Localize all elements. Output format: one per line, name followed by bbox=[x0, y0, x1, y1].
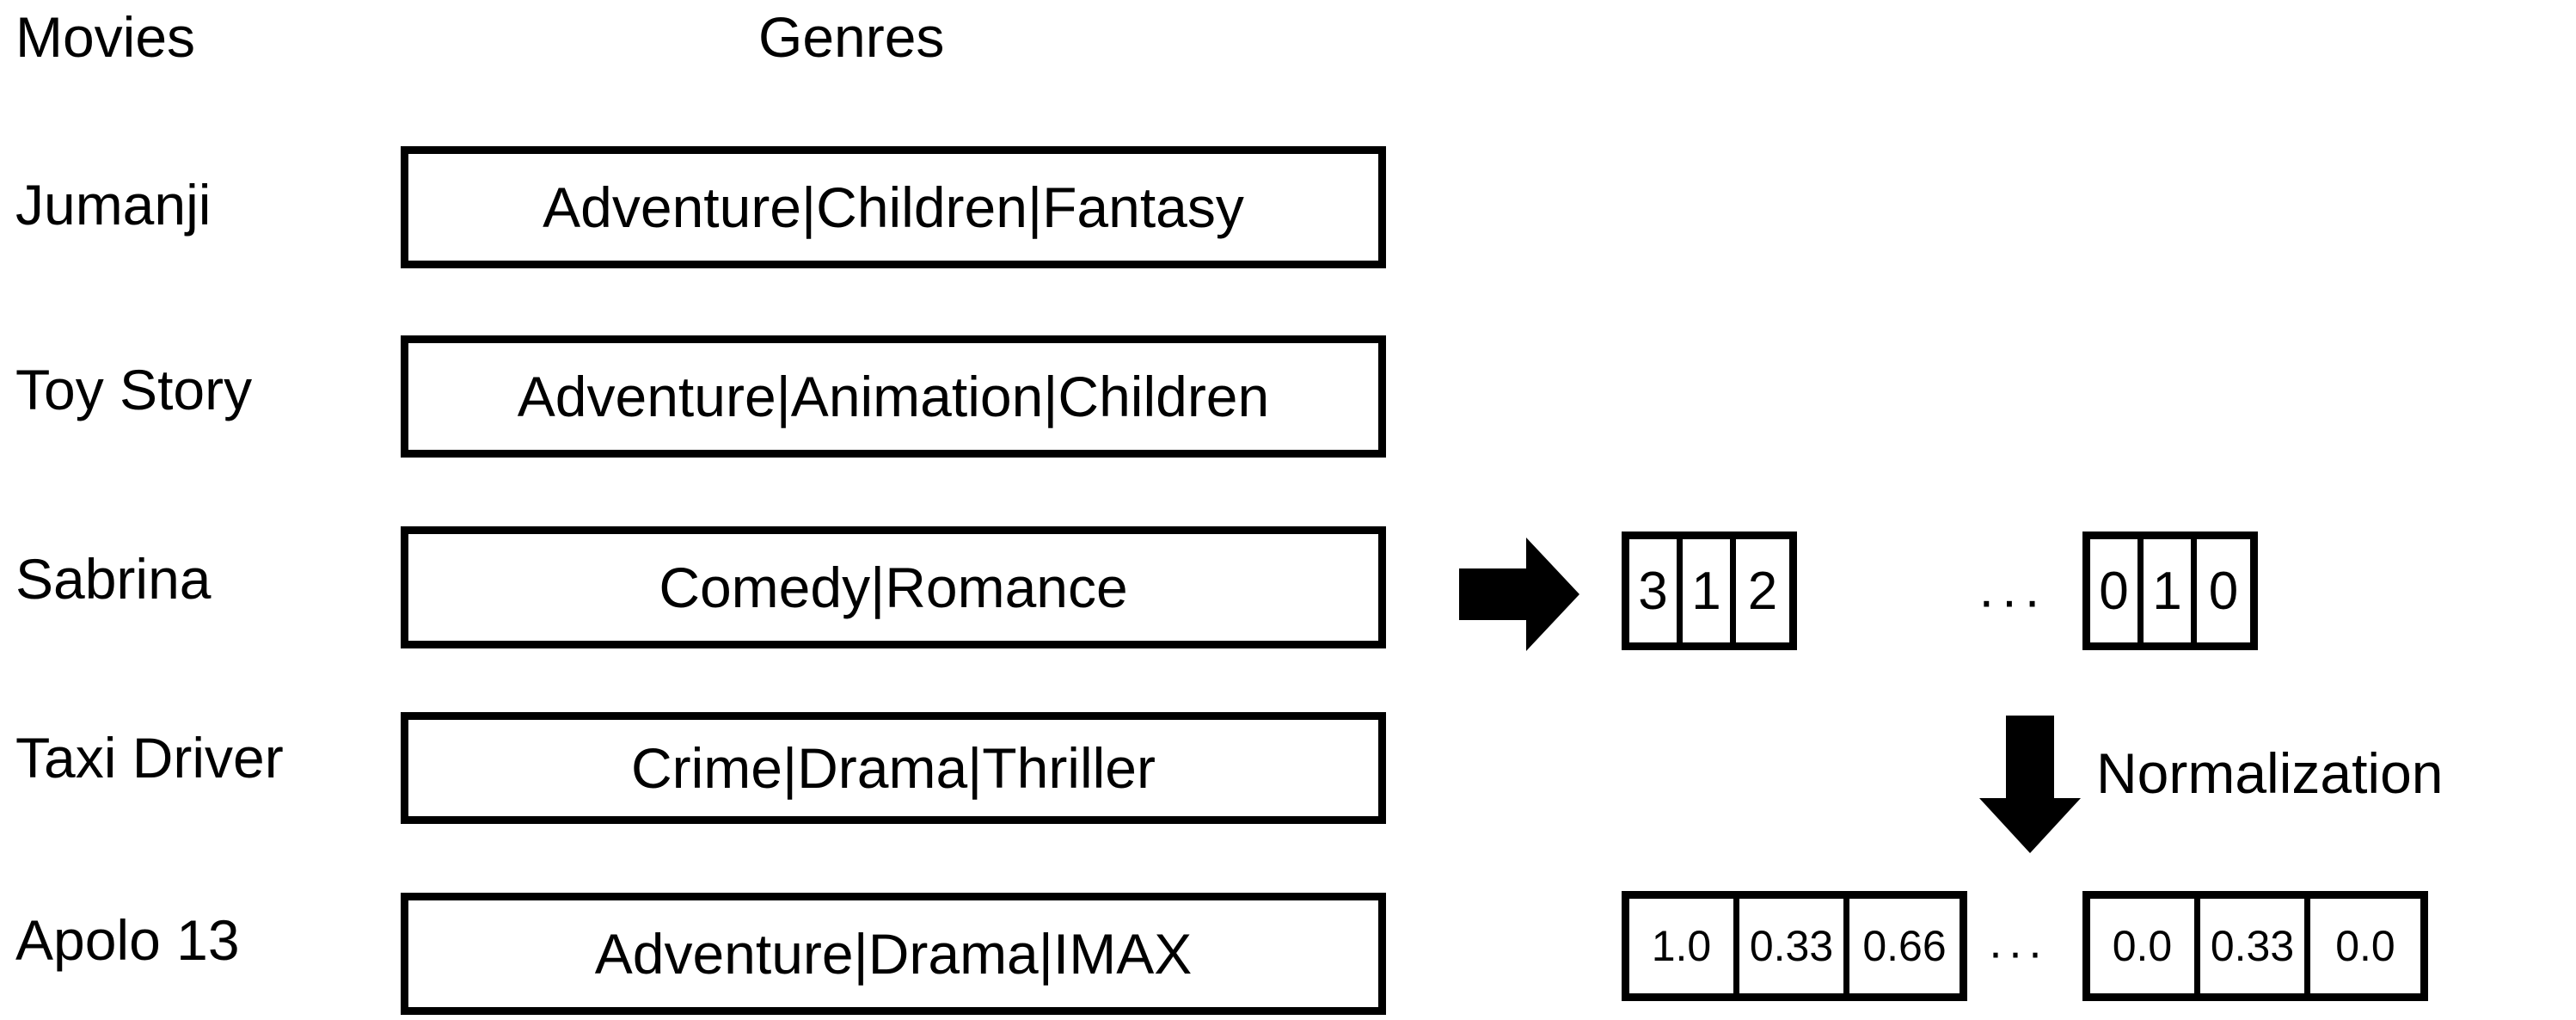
column-header-movies: Movies bbox=[15, 5, 196, 69]
count-cell: 3 bbox=[1629, 539, 1683, 642]
column-header-genres: Genres bbox=[758, 5, 945, 69]
genre-box-sabrina: Comedy|Romance bbox=[401, 526, 1386, 648]
normalized-cell: 0.0 bbox=[2310, 899, 2420, 993]
arrow-right-icon bbox=[1459, 538, 1579, 651]
count-vector-left-group: 3 1 2 bbox=[1622, 532, 1797, 650]
genre-box-taxi-driver: Crime|Drama|Thriller bbox=[401, 712, 1386, 824]
normalized-cell: 0.0 bbox=[2090, 899, 2200, 993]
genre-text-sabrina: Comedy|Romance bbox=[659, 556, 1128, 619]
normalization-label: Normalization bbox=[2096, 741, 2444, 805]
count-cell: 0 bbox=[2197, 539, 2250, 642]
movie-label-apolo-13: Apolo 13 bbox=[15, 908, 240, 972]
genre-text-toy-story: Adventure|Animation|Children bbox=[517, 365, 1270, 428]
normalized-cell: 1.0 bbox=[1629, 899, 1739, 993]
count-cell: 1 bbox=[1683, 539, 1736, 642]
genre-text-apolo-13: Adventure|Drama|IMAX bbox=[594, 922, 1193, 986]
count-vector-ellipsis: ··· bbox=[1978, 571, 2046, 630]
movie-label-sabrina: Sabrina bbox=[15, 547, 212, 611]
genre-text-jumanji: Adventure|Children|Fantasy bbox=[543, 175, 1244, 239]
normalized-vector-right-group: 0.0 0.33 0.0 bbox=[2082, 891, 2428, 1001]
genre-box-jumanji: Adventure|Children|Fantasy bbox=[401, 146, 1386, 268]
normalized-vector-ellipsis: ··· bbox=[1988, 926, 2047, 978]
genre-box-toy-story: Adventure|Animation|Children bbox=[401, 335, 1386, 458]
normalized-cell: 0.33 bbox=[2200, 899, 2310, 993]
normalized-vector-left-group: 1.0 0.33 0.66 bbox=[1622, 891, 1967, 1001]
movie-label-jumanji: Jumanji bbox=[15, 173, 212, 237]
normalized-cell: 0.33 bbox=[1739, 899, 1849, 993]
count-vector-right-group: 0 1 0 bbox=[2082, 532, 2258, 650]
movie-label-toy-story: Toy Story bbox=[15, 358, 253, 421]
count-cell: 2 bbox=[1736, 539, 1789, 642]
arrow-down-icon bbox=[1979, 716, 2081, 853]
movie-label-taxi-driver: Taxi Driver bbox=[15, 726, 284, 790]
genre-text-taxi-driver: Crime|Drama|Thriller bbox=[631, 736, 1156, 800]
genre-box-apolo-13: Adventure|Drama|IMAX bbox=[401, 893, 1386, 1015]
count-cell: 0 bbox=[2090, 539, 2144, 642]
count-cell: 1 bbox=[2144, 539, 2197, 642]
normalized-cell: 0.66 bbox=[1849, 899, 1960, 993]
